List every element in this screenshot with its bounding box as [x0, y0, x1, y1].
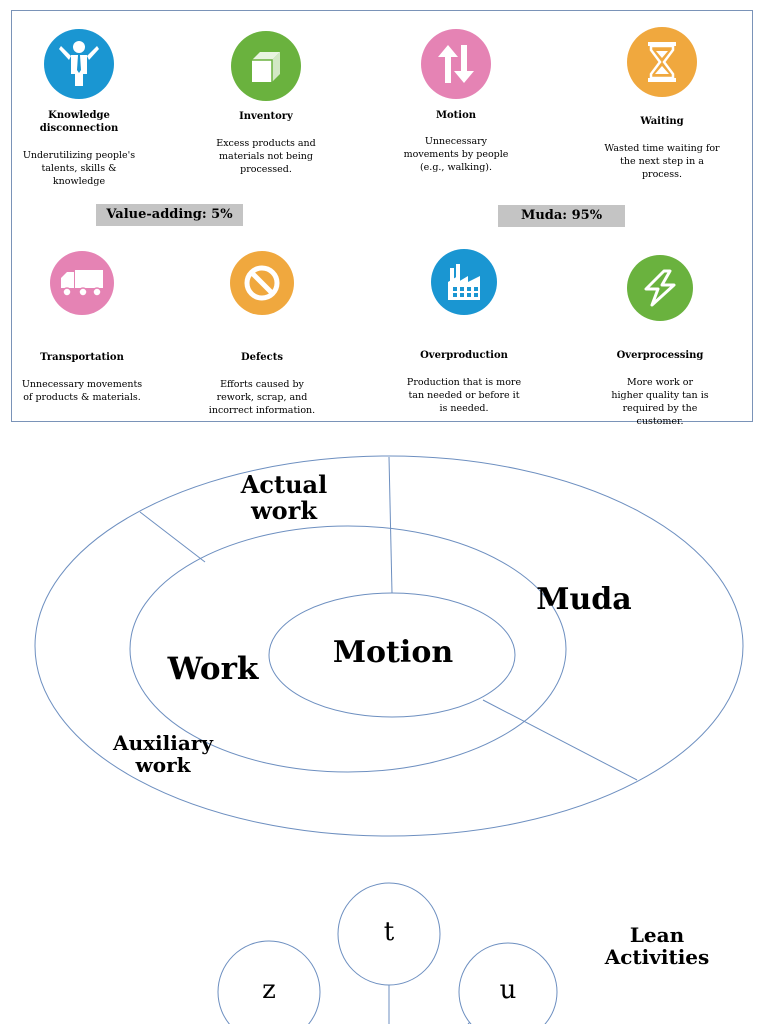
waste-waiting: Waiting Wasted time waiting for the next…: [587, 27, 737, 181]
waste-description: Efforts caused by rework, scrap, and inc…: [208, 379, 316, 416]
value-adding-bar: Value-adding: 5%: [96, 204, 243, 226]
waste-motion: Motion Unnecessary movements by people (…: [381, 29, 531, 174]
work-motion-diagram: [34, 455, 744, 837]
waste-inventory: Inventory Excess products and materials …: [191, 31, 341, 176]
person-icon: [44, 29, 114, 99]
waste-description: More work or higher quality tan is requi…: [611, 377, 709, 427]
outer-ellipse: [34, 455, 744, 837]
lean-circle-z-label: z: [262, 975, 276, 1005]
waste-title: Inventory: [239, 111, 293, 122]
lean-circle-z: [217, 940, 321, 1024]
middle-ellipse: [129, 525, 567, 773]
hourglass-icon: [627, 27, 697, 97]
muda-label: Muda: [536, 582, 632, 617]
up-down-arrows-icon: [421, 29, 491, 99]
lean-circle-u: [458, 942, 558, 1024]
actual-work-label: Actual work: [240, 470, 328, 526]
muda-bar: Muda: 95%: [498, 205, 625, 227]
motion-label: Motion: [332, 635, 454, 670]
waste-title: Overprocessing: [616, 350, 704, 361]
lean-circle-u-label: u: [499, 975, 517, 1005]
waste-title: Waiting: [640, 116, 684, 127]
lightning-icon: [627, 255, 693, 321]
truck-icon: [50, 251, 114, 315]
waste-description: Wasted time waiting for the next step in…: [604, 143, 720, 180]
prohibited-icon: [230, 251, 294, 315]
divider-line: [482, 699, 638, 781]
lean-circle-t-label: t: [383, 917, 395, 947]
waste-description: Production that is more tan needed or be…: [406, 377, 522, 414]
lean-circle-t: [337, 882, 441, 986]
waste-defects: Defects Efforts caused by rework, scrap,…: [187, 251, 337, 417]
waste-description: Underutilizing people's talents, skills …: [22, 150, 136, 187]
waste-overprocessing: Overprocessing More work or higher quali…: [585, 255, 735, 428]
seven-wastes-panel: Knowledge disconnection Underutilizing p…: [11, 10, 753, 427]
waste-description: Excess products and materials not being …: [216, 138, 316, 175]
waste-title: Transportation: [40, 352, 124, 363]
factory-icon: [431, 249, 497, 315]
auxiliary-work-label: Auxiliary work: [113, 731, 213, 777]
box-icon: [231, 31, 301, 101]
lean-activities-title: Lean Activities: [604, 923, 710, 969]
waste-title: Overproduction: [420, 350, 508, 361]
waste-overproduction: Overproduction Production that is more t…: [389, 249, 539, 415]
waste-transportation: Transportation Unnecessary movements of …: [7, 251, 157, 404]
waste-title: Defects: [240, 352, 284, 363]
waste-title: Knowledge disconnection: [39, 110, 119, 134]
work-label: Work: [167, 651, 259, 687]
lean-activities-diagram: [217, 882, 558, 1024]
waste-description: Unnecessary movements by people (e.g., w…: [403, 136, 509, 173]
divider-line: [388, 456, 393, 594]
waste-description: Unnecessary movements of products & mate…: [21, 379, 143, 403]
waste-knowledge-disconnection: Knowledge disconnection Underutilizing p…: [4, 29, 154, 188]
divider-line: [139, 511, 206, 563]
waste-title: Motion: [435, 110, 477, 121]
